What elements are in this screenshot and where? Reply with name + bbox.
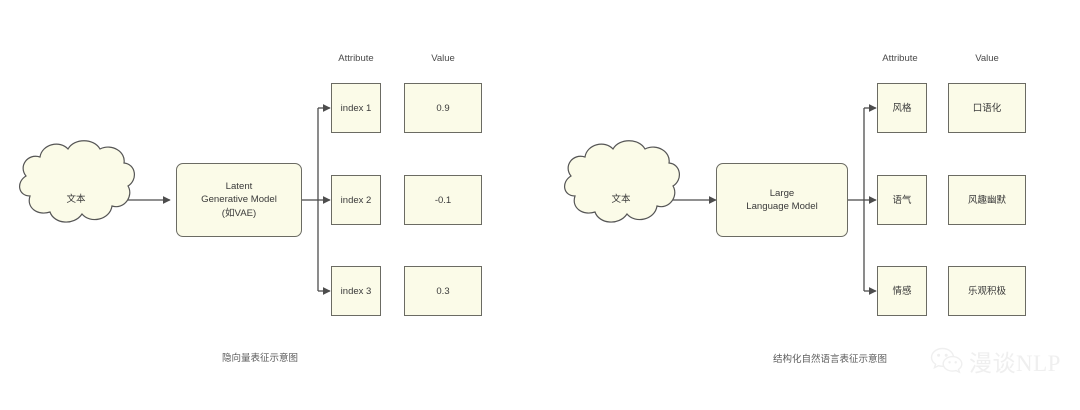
attribute-box: index 1 bbox=[331, 83, 381, 133]
cloud-shape-source bbox=[564, 140, 680, 223]
value-box: 乐观积极 bbox=[948, 266, 1026, 316]
column-header-value: Value bbox=[431, 53, 455, 64]
panel-caption: 隐向量表征示意图 bbox=[221, 353, 298, 364]
watermark-label: 漫谈NLP bbox=[969, 351, 1061, 376]
value-box: 风趣幽默 bbox=[948, 175, 1026, 225]
value-box: 0.9 bbox=[404, 83, 482, 133]
attribute-box: 风格 bbox=[877, 83, 927, 133]
wechat-icon bbox=[930, 347, 963, 374]
connector-layer-left bbox=[19, 104, 331, 295]
value-box: 0.3 bbox=[404, 266, 482, 316]
column-header-attribute: Attribute bbox=[882, 53, 918, 64]
connector-layer-right bbox=[564, 104, 877, 295]
attribute-box: 语气 bbox=[877, 175, 927, 225]
source-cloud-label: 文本 bbox=[611, 194, 631, 205]
attribute-box: index 2 bbox=[331, 175, 381, 225]
cloud-shape-source bbox=[19, 140, 135, 223]
column-header-attribute: Attribute bbox=[338, 53, 374, 64]
watermark: 漫谈NLP bbox=[930, 344, 1061, 378]
panel-structured-nl-representation: 文本 Large Language Model Attribute Value … bbox=[540, 0, 1080, 410]
model-box: Large Language Model bbox=[716, 163, 848, 237]
attribute-box: 情感 bbox=[877, 266, 927, 316]
panel-latent-representation: 文本 Latent Generative Model (如VAE) Attrib… bbox=[19, 53, 482, 364]
value-box: -0.1 bbox=[404, 175, 482, 225]
model-box: Latent Generative Model (如VAE) bbox=[176, 163, 302, 237]
panel-caption: 结构化自然语言表征示意图 bbox=[772, 354, 887, 365]
attribute-box: index 3 bbox=[331, 266, 381, 316]
column-header-value: Value bbox=[975, 53, 999, 64]
value-box: 口语化 bbox=[948, 83, 1026, 133]
source-cloud-label: 文本 bbox=[66, 194, 86, 205]
